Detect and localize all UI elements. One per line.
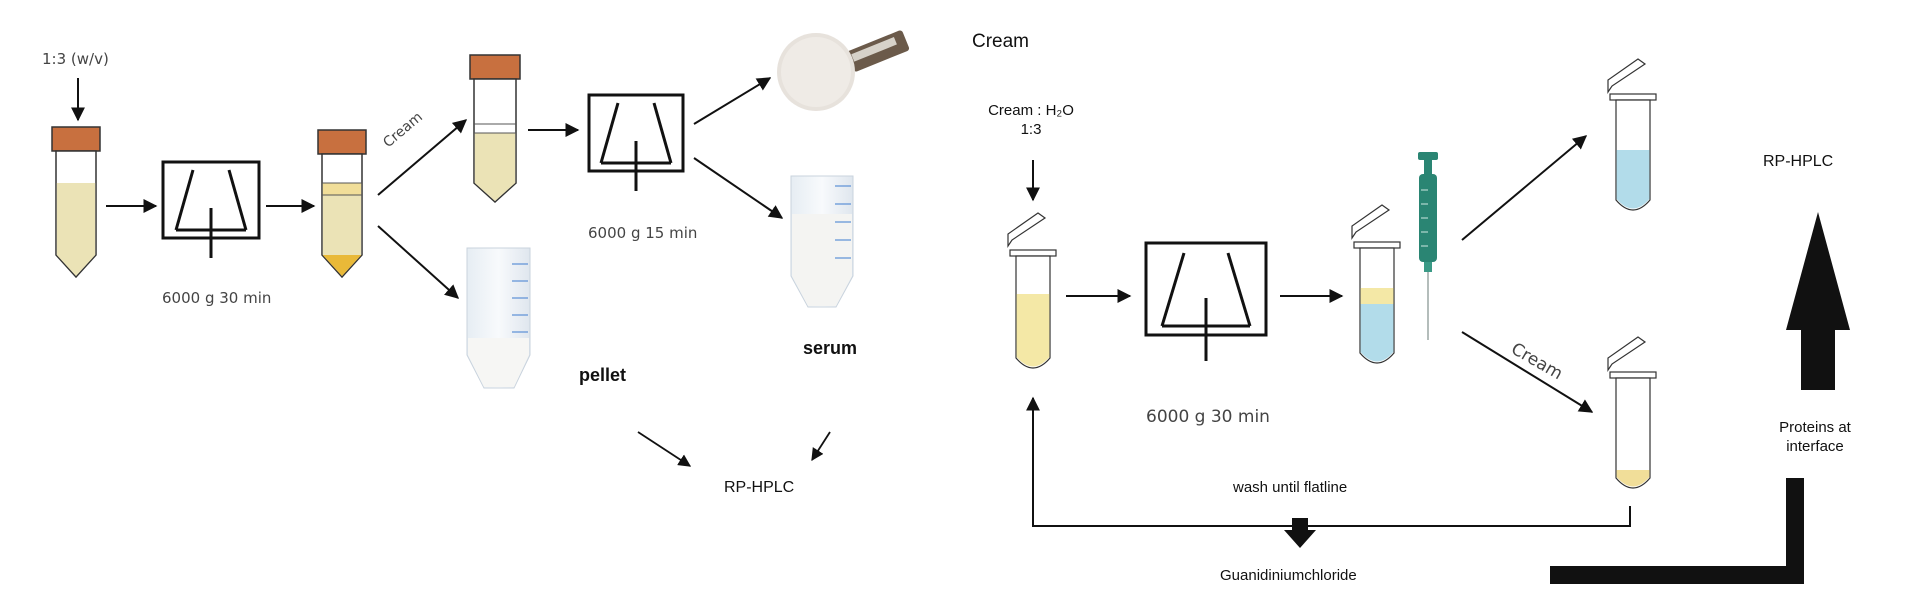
falcon-tube-icon [317, 129, 367, 279]
arrow-serum-to-hplc [811, 431, 831, 462]
wash-label: wash until flatline [1232, 479, 1347, 496]
eppendorf-tube-icon [1007, 212, 1057, 369]
left-panel: 1:3 (w/v) 6000 g 30 min [42, 30, 910, 496]
right-panel: Cream Cream : H₂O 1:3 6000 g 30 min [972, 31, 1852, 584]
eppendorf-tube-icon [1351, 204, 1401, 364]
panel-title: Cream [972, 31, 1029, 52]
ratio-label-line1: Cream : H₂O [988, 102, 1074, 119]
spin1-label: 6000 g 30 min [162, 289, 271, 307]
arrow-to-filter [693, 77, 772, 125]
graduated-tube-icon [790, 175, 854, 308]
cream-arrow-label: Cream [380, 109, 426, 151]
spin2-label: 6000 g 15 min [588, 224, 697, 242]
big-elbow-arrow-tail [1550, 478, 1804, 584]
interface-label-line1: Proteins at [1779, 419, 1852, 436]
ratio-label-line2: 1:3 [1021, 121, 1042, 138]
spin-label: 6000 g 30 min [1146, 407, 1270, 427]
centrifuge-icon [1144, 241, 1268, 361]
wash-loop-line [1026, 396, 1631, 527]
reagent-block-arrow [1284, 518, 1316, 548]
serum-label: serum [803, 338, 857, 358]
interface-label-line2: interface [1786, 438, 1844, 455]
eppendorf-tube-icon [1607, 58, 1657, 211]
arrow-to-serum [693, 157, 784, 219]
filter-disc-icon [777, 30, 910, 111]
arrow-pellet-branch [377, 225, 460, 299]
graduated-tube-icon [466, 247, 531, 389]
output-label: RP-HPLC [724, 479, 794, 496]
syringe-icon [1418, 152, 1438, 340]
eppendorf-tube-icon [1607, 336, 1657, 489]
centrifuge-icon [161, 160, 261, 258]
output-label: RP-HPLC [1763, 153, 1833, 170]
reagent-label: Guanidiniumchloride [1220, 567, 1357, 584]
ratio-label: 1:3 (w/v) [42, 50, 109, 68]
pellet-label: pellet [579, 365, 626, 385]
arrow-cream-branch [377, 119, 468, 196]
falcon-tube-icon [51, 126, 101, 279]
arrow-cream-branch [1461, 331, 1594, 413]
centrifuge-icon [587, 93, 685, 191]
arrow-pellet-to-hplc [637, 431, 692, 467]
big-up-arrow [1786, 212, 1850, 390]
falcon-tube-icon [469, 54, 521, 204]
arrow-to-blue-tube [1461, 135, 1588, 241]
